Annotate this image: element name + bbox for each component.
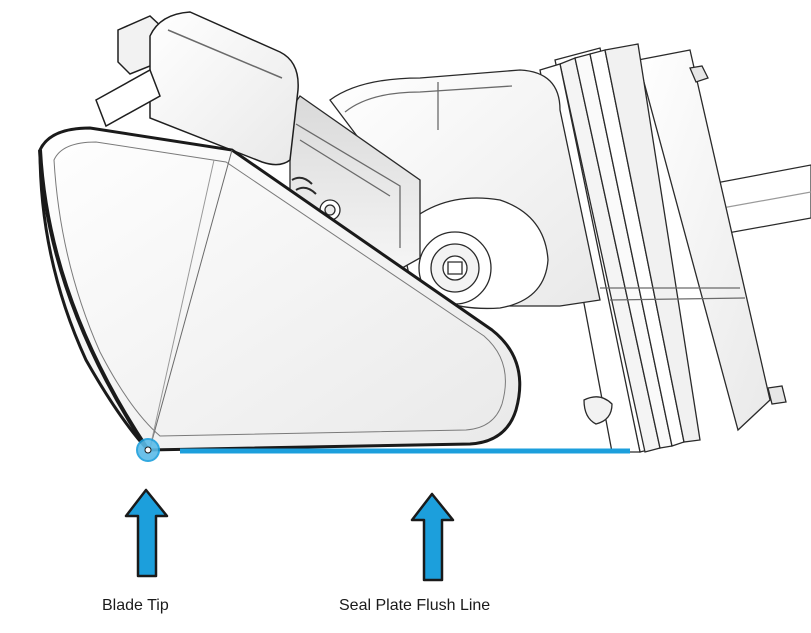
top-cover — [95, 11, 299, 166]
blade-tip-point — [144, 446, 152, 454]
seal-plate-flush-line-label: Seal Plate Flush Line — [339, 597, 491, 614]
mounting-flange-assembly — [539, 43, 787, 453]
seal-plate-arrow-icon — [410, 492, 455, 582]
blade-tip-arrow-icon — [124, 488, 169, 578]
blade-tip-label: Blade Tip — [102, 597, 169, 614]
blade-housing — [38, 126, 522, 452]
